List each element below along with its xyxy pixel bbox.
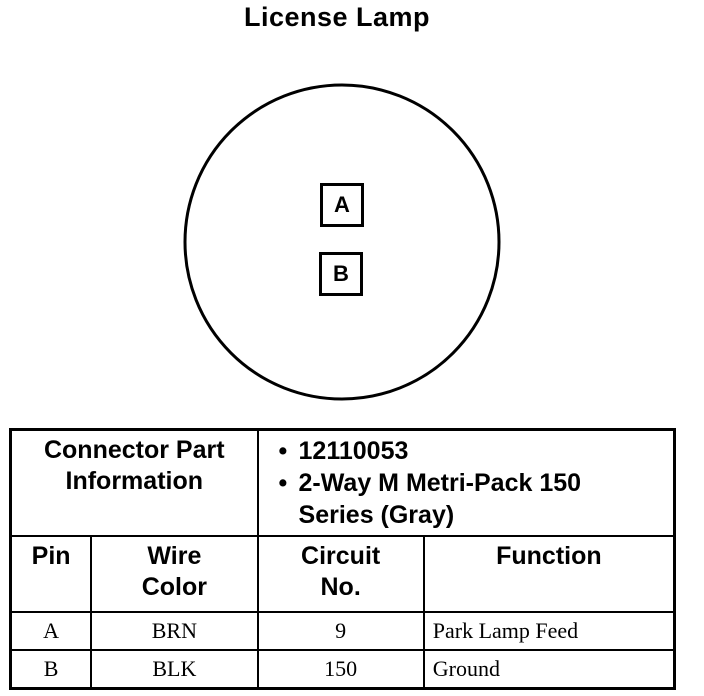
connector-face-diagram xyxy=(183,83,501,401)
part-info-details: • 12110053 • 2-Way M Metri-Pack 150 Seri… xyxy=(256,428,676,537)
part-info-row: Connector Part Information • 12110053 • … xyxy=(9,428,676,537)
cell-circuit: 150 xyxy=(256,649,425,690)
col-header-function: Function xyxy=(422,535,676,613)
cell-wire-color: BLK xyxy=(90,649,259,690)
pin-cavity-b-label: B xyxy=(333,261,349,286)
pin-cavity-a-label: A xyxy=(334,192,350,217)
part-info-header-line1: Connector Part xyxy=(43,436,225,464)
col-header-circuit: Circuit No. xyxy=(256,535,425,613)
col-header-wire-color: Wire Color xyxy=(90,535,259,613)
col-header-circuit-line1: Circuit xyxy=(301,542,381,570)
cell-pin: A xyxy=(9,611,93,651)
part-number: 12110053 xyxy=(298,437,409,465)
cell-circuit: 9 xyxy=(256,611,425,651)
part-description-line1: 2-Way M Metri-Pack 150 xyxy=(298,469,582,497)
pin-cavity-b: B xyxy=(319,252,363,296)
table-row: A BRN 9 Park Lamp Feed xyxy=(9,611,676,651)
col-header-circuit-line2: No. xyxy=(320,573,361,601)
part-info-header-line2: Information xyxy=(65,467,204,495)
bullet-icon: • xyxy=(278,437,288,465)
part-description-line2: Series (Gray) xyxy=(298,501,455,529)
bullet-icon: • xyxy=(278,469,288,497)
part-number-item: • 12110053 xyxy=(279,435,667,467)
col-header-wire-color-line1: Wire xyxy=(147,542,202,570)
column-header-row: Pin Wire Color Circuit No. Function xyxy=(9,535,676,613)
col-header-pin-label: Pin xyxy=(31,542,71,570)
col-header-function-label: Function xyxy=(496,542,602,570)
connector-info-table: Connector Part Information • 12110053 • … xyxy=(9,428,676,690)
part-description-item: • 2-Way M Metri-Pack 150 xyxy=(279,467,667,499)
pin-cavity-a: A xyxy=(320,183,364,227)
col-header-pin: Pin xyxy=(9,535,93,613)
cell-wire-color: BRN xyxy=(90,611,259,651)
col-header-wire-color-line2: Color xyxy=(141,573,208,601)
connector-outline xyxy=(183,83,501,401)
part-info-header: Connector Part Information xyxy=(9,428,259,537)
page-title: License Lamp xyxy=(243,2,431,32)
table-row: B BLK 150 Ground xyxy=(9,649,676,690)
cell-pin: B xyxy=(9,649,93,690)
cell-function: Ground xyxy=(422,649,676,690)
cell-function: Park Lamp Feed xyxy=(422,611,676,651)
